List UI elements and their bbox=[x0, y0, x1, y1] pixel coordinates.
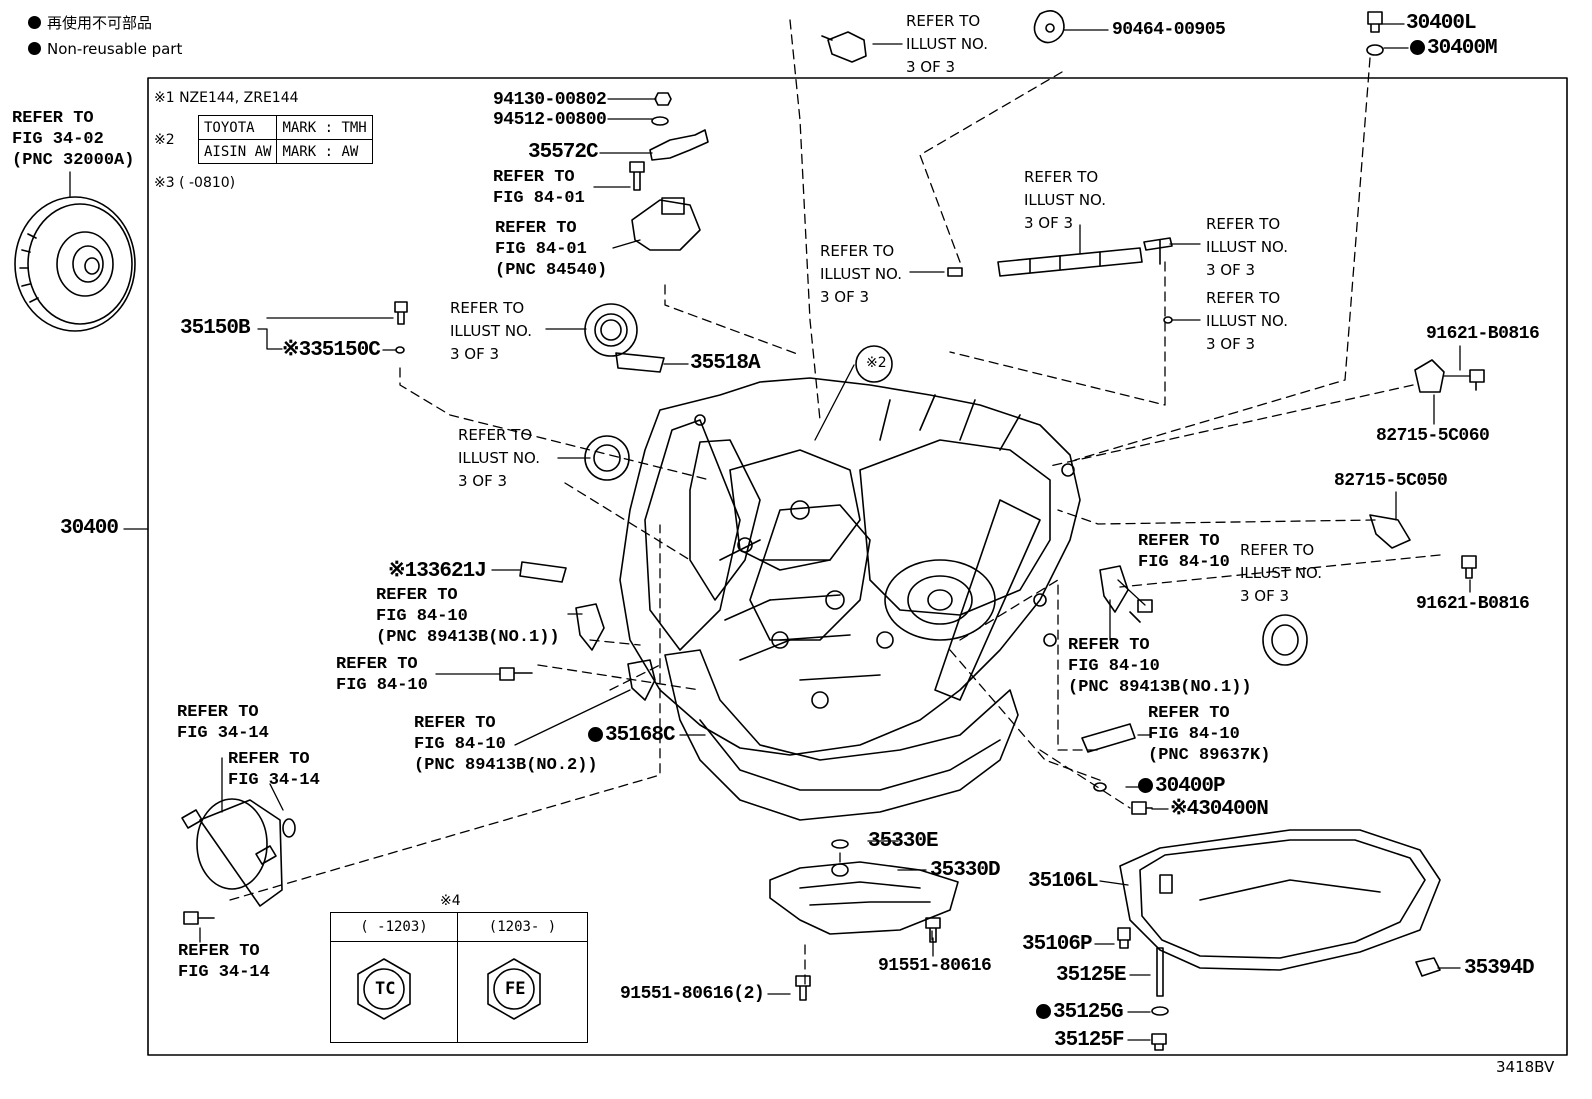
ref-fig-84-10-f[interactable]: REFER TO FIG 84-10 (PNC 89637K) bbox=[1148, 704, 1271, 765]
part-94512-00800[interactable]: 94512-00800 bbox=[493, 110, 607, 130]
part-30400[interactable]: 30400 bbox=[60, 517, 119, 540]
ref-fig-84-01-pnc[interactable]: REFER TO FIG 84-01 (PNC 84540) bbox=[495, 219, 608, 280]
diagram-frame bbox=[147, 77, 1568, 1056]
non-reusable-dot-icon bbox=[28, 16, 41, 29]
part-35330E[interactable]: 35330E bbox=[868, 830, 939, 853]
ref-illust-seal[interactable]: REFER TO ILLUST NO. 3 OF 3 bbox=[450, 299, 533, 363]
ref-fig-84-10-e[interactable]: REFER TO FIG 84-10 (PNC 89413B(NO.1)) bbox=[1068, 636, 1252, 697]
part-35125G[interactable]: 35125G bbox=[1036, 1002, 1124, 1023]
dashed-assembly-lines bbox=[229, 19, 1441, 986]
ref-illust-top[interactable]: REFER TO ILLUST NO. 3 OF 3 bbox=[906, 12, 989, 76]
part-35168C[interactable]: 35168C bbox=[588, 725, 676, 746]
part-35106P[interactable]: 35106P bbox=[1022, 933, 1093, 956]
part-30400M[interactable]: 30400M bbox=[1410, 38, 1498, 59]
leader-lines bbox=[69, 23, 1471, 1041]
part-35518A[interactable]: 35518A bbox=[690, 352, 761, 375]
legend-en: Non-reusable part bbox=[28, 42, 182, 57]
part-35572C[interactable]: 35572C bbox=[528, 141, 599, 164]
logo-fe: FE bbox=[505, 979, 526, 999]
hexagon-icon bbox=[487, 958, 541, 1020]
hexagon-icon bbox=[357, 958, 411, 1020]
part-94130-00802[interactable]: 94130-00802 bbox=[493, 90, 607, 110]
legend-jp: 再使用不可部品 bbox=[28, 16, 152, 31]
ref-illust-seal-2[interactable]: REFER TO ILLUST NO. 3 OF 3 bbox=[458, 426, 541, 490]
part-91551-80616-2[interactable]: 91551-80616(2) bbox=[620, 984, 765, 1004]
part-35125E[interactable]: 35125E bbox=[1056, 964, 1127, 987]
ref-illust-shaft[interactable]: REFER TO ILLUST NO. 3 OF 3 bbox=[1024, 168, 1107, 232]
part-82715-5C050[interactable]: 82715-5C050 bbox=[1334, 471, 1448, 491]
note-1: ※1 NZE144, ZRE144 bbox=[154, 90, 299, 106]
part-35394D[interactable]: 35394D bbox=[1464, 957, 1535, 980]
part-30400P[interactable]: 30400P bbox=[1138, 776, 1226, 797]
transmission-case bbox=[619, 377, 1081, 821]
year-table: ( -1203) (1203- ) TC FE bbox=[330, 912, 588, 1043]
ref-fig-34-02[interactable]: REFER TO FIG 34-02 (PNC 32000A) bbox=[12, 109, 135, 170]
part-35330D[interactable]: 35330D bbox=[930, 859, 1001, 882]
ref-illust-oring[interactable]: REFER TO ILLUST NO. 3 OF 3 bbox=[1206, 289, 1289, 353]
non-reusable-dot-icon bbox=[1036, 1004, 1051, 1019]
ref-fig-34-14-c[interactable]: REFER TO FIG 34-14 bbox=[178, 942, 270, 982]
ref-fig-84-10-c[interactable]: REFER TO FIG 84-10 (PNC 89413B(NO.2)) bbox=[414, 714, 598, 775]
part-30400N[interactable]: ※430400N bbox=[1170, 798, 1269, 821]
part-91621-B0816-b[interactable]: 91621-B0816 bbox=[1416, 594, 1530, 614]
year-table-logos bbox=[357, 958, 541, 1020]
ref-fig-84-10-a[interactable]: REFER TO FIG 84-10 (PNC 89413B(NO.1)) bbox=[376, 586, 560, 647]
part-35106L[interactable]: 35106L bbox=[1028, 870, 1099, 893]
ref-fig-34-14-b[interactable]: REFER TO FIG 34-14 bbox=[228, 750, 320, 790]
logo-tc: TC bbox=[375, 979, 396, 999]
part-91621-B0816-a[interactable]: 91621-B0816 bbox=[1426, 324, 1540, 344]
callout-2-label: ※2 bbox=[866, 355, 887, 371]
non-reusable-dot-icon bbox=[28, 42, 41, 55]
ref-fig-84-10-d[interactable]: REFER TO FIG 84-10 bbox=[1138, 532, 1230, 572]
part-35150C[interactable]: ※335150C bbox=[282, 339, 381, 362]
note-3: ※3 ( -0810) bbox=[154, 175, 236, 191]
part-33621J[interactable]: ※133621J bbox=[388, 560, 487, 583]
callout-circle bbox=[855, 345, 893, 383]
part-35125F[interactable]: 35125F bbox=[1054, 1029, 1125, 1052]
small-parts bbox=[181, 10, 1485, 1051]
ref-illust-pin[interactable]: REFER TO ILLUST NO. 3 OF 3 bbox=[820, 242, 903, 306]
note-4-marker: ※4 bbox=[440, 893, 461, 909]
non-reusable-dot-icon bbox=[1410, 40, 1425, 55]
part-91551-80616[interactable]: 91551-80616 bbox=[878, 956, 992, 976]
note-2-marker: ※2 bbox=[154, 132, 175, 148]
ref-fig-34-14-a[interactable]: REFER TO FIG 34-14 bbox=[177, 703, 269, 743]
non-reusable-dot-icon bbox=[588, 727, 603, 742]
diagram-code: 3418BV bbox=[1496, 1058, 1555, 1076]
non-reusable-dot-icon bbox=[1138, 778, 1153, 793]
ref-illust-right[interactable]: REFER TO ILLUST NO. 3 OF 3 bbox=[1240, 541, 1323, 605]
part-30400L[interactable]: 30400L bbox=[1406, 12, 1477, 35]
ref-illust-tee[interactable]: REFER TO ILLUST NO. 3 OF 3 bbox=[1206, 215, 1289, 279]
ref-fig-84-10-b[interactable]: REFER TO FIG 84-10 bbox=[336, 655, 428, 695]
torque-converter bbox=[14, 196, 136, 332]
part-90464-00905[interactable]: 90464-00905 bbox=[1112, 20, 1226, 40]
part-35150B[interactable]: 35150B bbox=[180, 317, 251, 340]
ref-fig-84-01[interactable]: REFER TO FIG 84-01 bbox=[493, 168, 585, 208]
part-82715-5C060[interactable]: 82715-5C060 bbox=[1376, 426, 1490, 446]
